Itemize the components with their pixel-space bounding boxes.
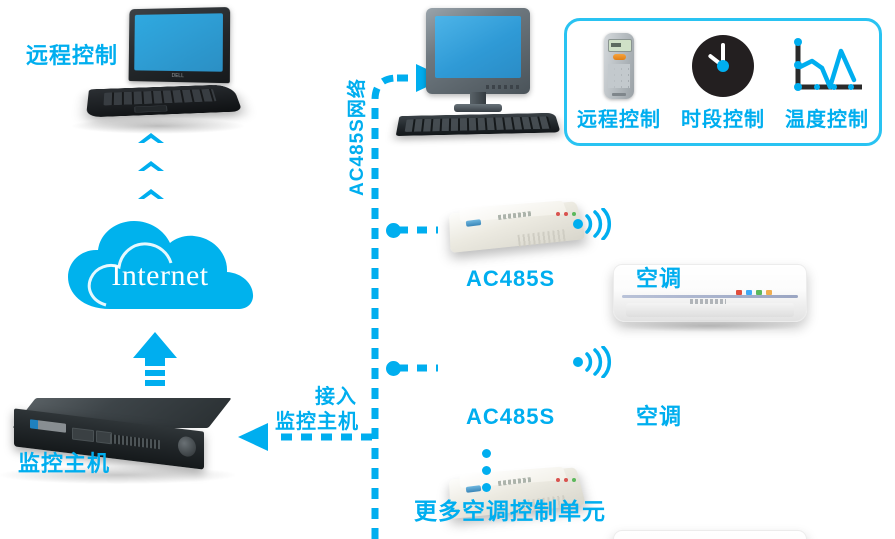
monitoring-host-label: 监控主机 (18, 451, 111, 476)
ac485s-controller-icon (446, 196, 586, 262)
clock-icon (691, 35, 754, 97)
keyboard-keys (404, 116, 552, 132)
feature-cell-temperature (775, 35, 879, 97)
feature-label-schedule: 时段控制 (680, 109, 765, 131)
ac485s-controller-icon (446, 462, 586, 528)
more-units-label: 更多空调控制单元 (414, 498, 606, 524)
vertical-ellipsis-icon (482, 449, 494, 493)
laptop-screen: DELL (128, 6, 231, 84)
laptop-keyboard (103, 88, 217, 106)
ac-stripe (622, 295, 798, 298)
internet-cloud-icon: Internet (62, 213, 258, 318)
air-conditioner-icon (613, 530, 807, 539)
bus-node-dot (386, 223, 401, 238)
server-vents (110, 434, 160, 450)
feature-label-row: 远程控制 时段控制 温度控制 (567, 108, 879, 133)
server-bay (72, 427, 94, 443)
remote-control-label: 远程控制 (26, 43, 119, 68)
wireless-signal-icon (572, 207, 616, 241)
controller-led (564, 478, 568, 482)
feature-icon-row (567, 27, 879, 105)
desktop-computer-icon (395, 8, 561, 146)
monitor-stand-base (454, 104, 502, 112)
chevron-up-icon (136, 159, 166, 172)
monitor-display (435, 16, 521, 78)
chevron-up-icon (136, 131, 166, 144)
wireless-signal-icon (572, 345, 616, 379)
controller-led (556, 212, 560, 216)
air-conditioner-icon (613, 264, 807, 332)
chevron-up-icon (136, 187, 166, 200)
arrow-up-icon (130, 330, 180, 392)
bus-node-dot (386, 361, 401, 376)
laptop-icon: DELL (85, 6, 243, 128)
access-label-line1: 接入 (315, 386, 357, 408)
controller-label: AC485S (466, 404, 556, 429)
bus-label: AC485S网络 (347, 78, 368, 196)
ac-shell (613, 530, 807, 539)
monitor-stand-neck (470, 92, 486, 106)
feature-panel: 远程控制 时段控制 温度控制 (564, 18, 882, 146)
monitor-buttons (486, 85, 520, 89)
laptop-base (85, 84, 243, 118)
controller-led (556, 478, 560, 482)
ac-indicator-lights (736, 290, 772, 295)
cloud-label: Internet (111, 259, 209, 292)
remote-power-button (612, 54, 626, 60)
feature-cell-remote (567, 33, 671, 99)
remote-control-icon (603, 33, 634, 99)
laptop-touchpad (134, 105, 168, 113)
ac-louver (626, 303, 794, 317)
desktop-keyboard (395, 112, 561, 136)
feature-label-remote: 远程控制 (576, 109, 661, 131)
feature-label-temperature: 温度控制 (784, 109, 869, 131)
clock-center-hub (716, 60, 729, 72)
controller-led (564, 212, 568, 216)
ac-shadow (619, 320, 799, 332)
controller-led (572, 478, 576, 482)
server-power-knob (178, 435, 196, 458)
laptop-display (134, 13, 223, 72)
ac-brand (690, 299, 726, 304)
access-label-line2: 监控主机 (275, 411, 359, 433)
clock-minute-hand (720, 43, 725, 67)
remote-button-grid (607, 64, 630, 88)
appliance-label: 空调 (636, 404, 683, 429)
laptop-shadow (70, 118, 246, 134)
controller-led (572, 212, 576, 216)
controller-label: AC485S (466, 266, 556, 291)
remote-brand (611, 93, 626, 96)
server-shadow (0, 466, 235, 484)
feature-cell-schedule (671, 35, 775, 97)
monitor-bezel (426, 8, 530, 94)
appliance-label: 空调 (636, 266, 683, 291)
remote-lcd (607, 39, 632, 52)
temperature-chart-icon (793, 38, 862, 91)
laptop-brand: DELL (171, 72, 184, 80)
server-logo (30, 419, 66, 433)
ac-shell (613, 264, 807, 322)
